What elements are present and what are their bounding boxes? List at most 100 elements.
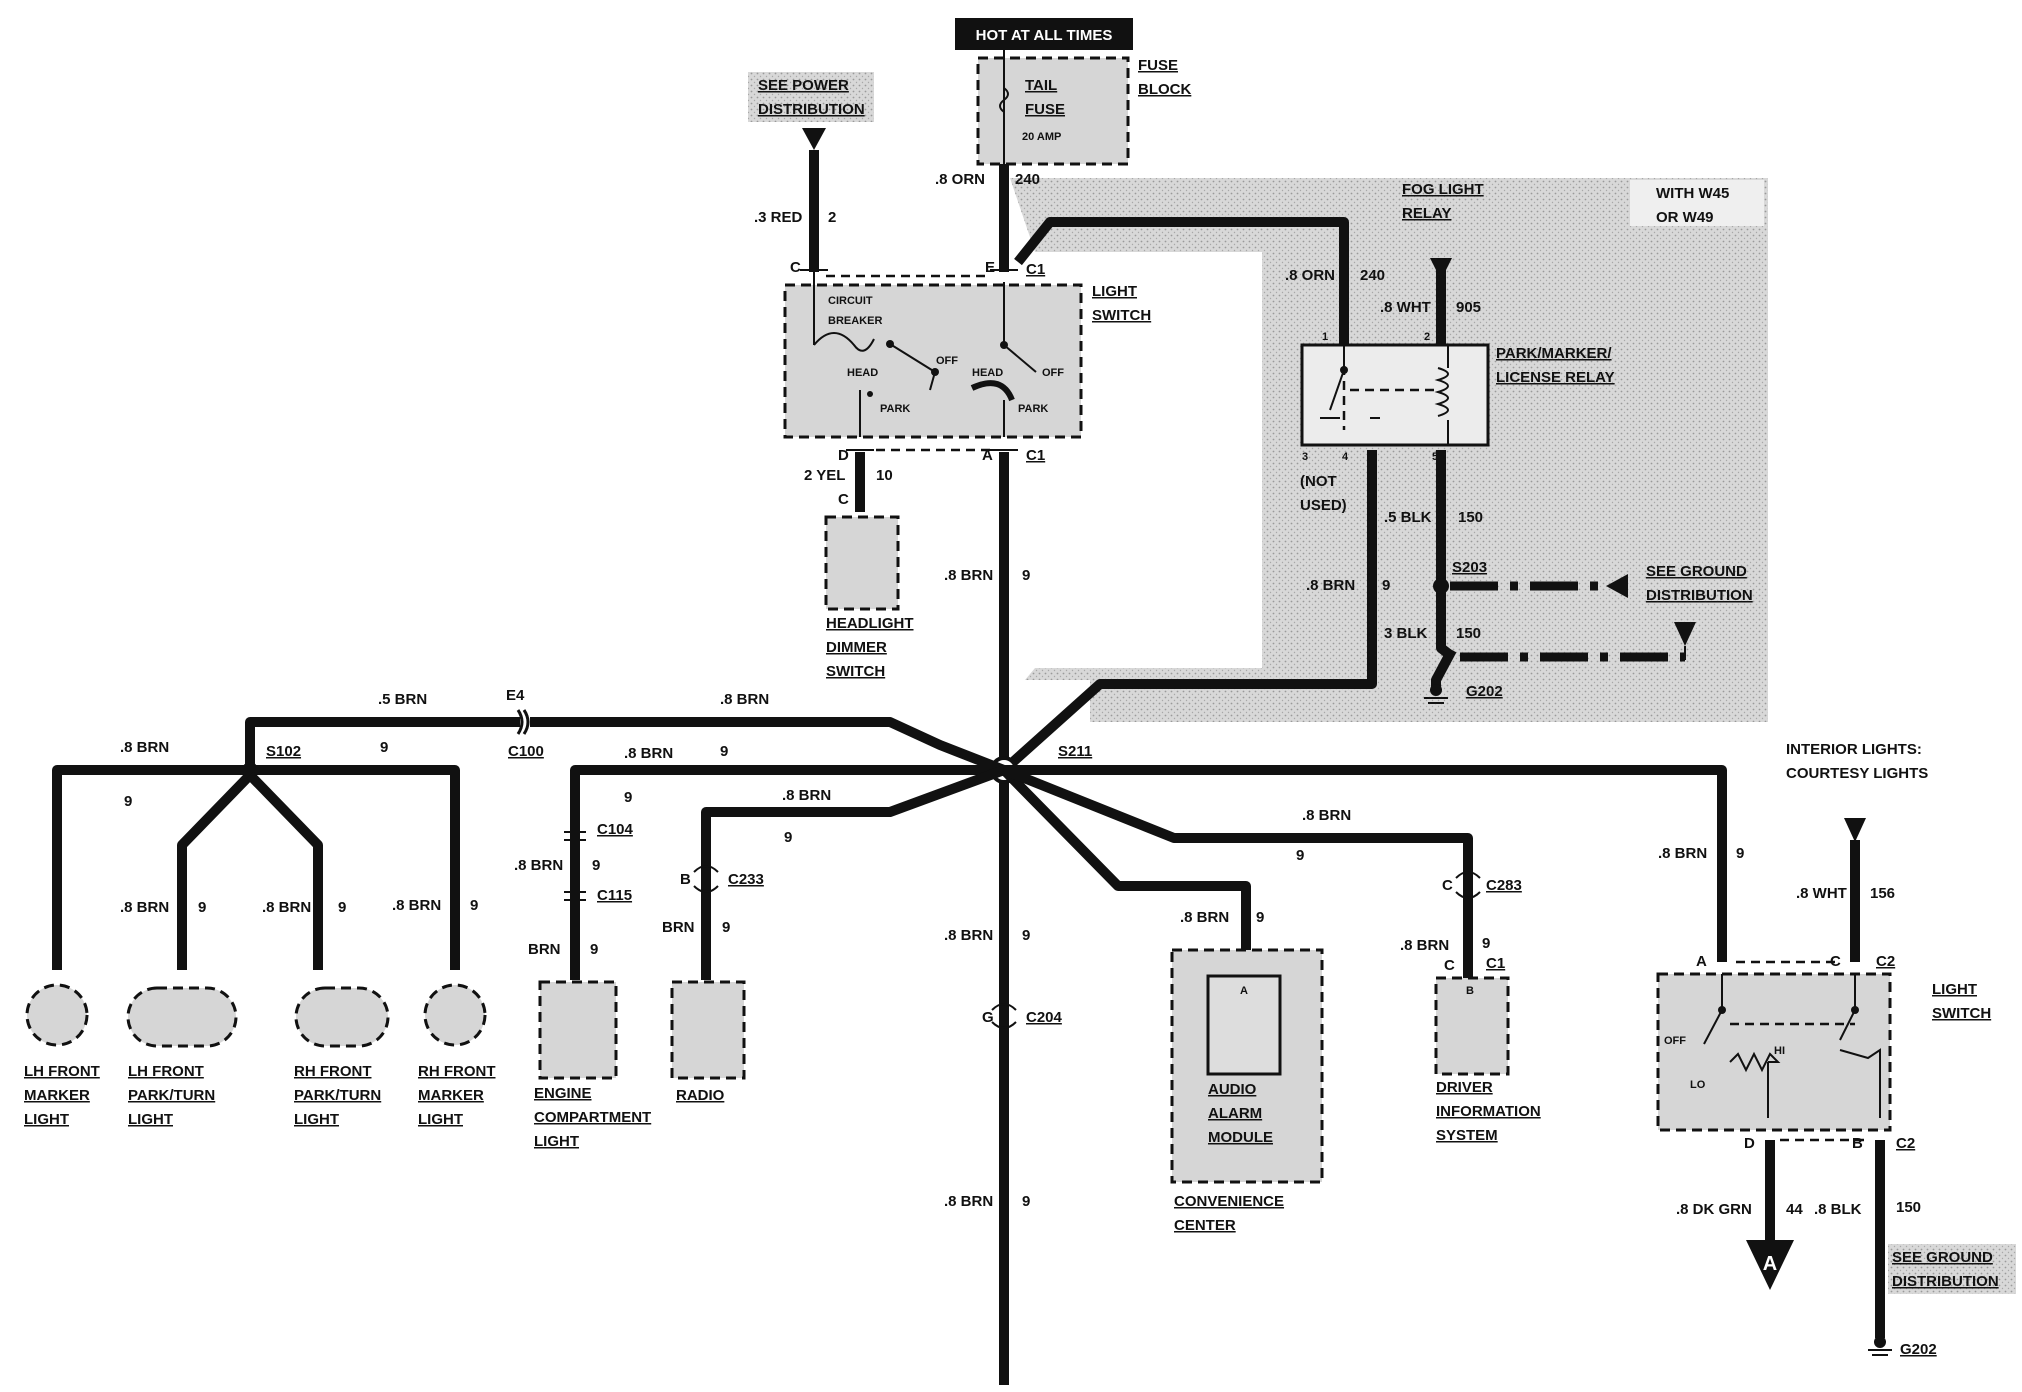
rh-marker-label-3: LIGHT <box>418 1111 463 1128</box>
fuse-name-2: FUSE <box>1025 101 1065 118</box>
connector-c283: C283 <box>1486 877 1522 894</box>
wire-brn-main-label: .8 BRN <box>944 567 993 584</box>
light-switch-conn-c1-bottom: C1 <box>1026 447 1045 464</box>
int-switch-label-1: LIGHT <box>1932 981 1977 998</box>
relay-pin-3: 3 <box>1302 451 1308 463</box>
int-switch-rheostat-icon <box>1729 1051 1781 1073</box>
fog-relay-label-1: FOG LIGHT <box>1402 181 1484 198</box>
int-switch-label-2: SWITCH <box>1932 1005 1991 1022</box>
wire-radio <box>701 765 1006 980</box>
dis-pin-c: C <box>1442 877 1453 894</box>
lh-marker-label-1: LH FRONT <box>24 1063 100 1080</box>
wire-rhp-circuit: 9 <box>338 899 346 916</box>
wire-red-circuit: 2 <box>828 209 836 226</box>
int-ground-g202: G202 <box>1900 1341 1937 1358</box>
option-shaded-main <box>1262 178 1768 722</box>
int-switch-conn-c2: C2 <box>1876 953 1895 970</box>
wire-radio2-label: BRN <box>662 919 695 936</box>
circuit-breaker-icon <box>813 282 875 352</box>
connector-c115-icon <box>564 891 586 901</box>
wire-rhm-circuit: 9 <box>470 897 478 914</box>
wire-rh-marker <box>250 765 460 970</box>
wire-eng2-circuit: 9 <box>592 857 600 874</box>
wire-orn-to-relay <box>1014 217 1349 345</box>
light-switch-label-2: SWITCH <box>1092 307 1151 324</box>
wire-lh-marker <box>52 765 250 970</box>
int-switch-off: OFF <box>1664 1035 1686 1047</box>
see-power-box <box>748 72 874 122</box>
audio-label-2: ALARM <box>1208 1105 1262 1122</box>
wire-blk150-label: .8 BLK <box>1814 1201 1862 1218</box>
wire-eng3-label: BRN <box>528 941 561 958</box>
int-switch-lo: LO <box>1690 1079 1706 1091</box>
wire-brn-relay-circuit: 9 <box>1382 577 1390 594</box>
audio-label-3: MODULE <box>1208 1129 1273 1146</box>
wire-engine <box>570 765 1004 980</box>
wire-brn-relay-out <box>1000 450 1377 774</box>
wire-main2-circuit: 9 <box>1022 927 1030 944</box>
wire-orn-relay-label: .8 ORN <box>1285 267 1335 284</box>
option-label-2: OR W49 <box>1656 209 1714 226</box>
switch-blade-left <box>889 343 937 391</box>
rh-front-park-turn-light <box>294 986 390 1048</box>
connector-c104-icon <box>564 831 586 841</box>
wire-yel-circuit: 10 <box>876 467 893 484</box>
lh-marker-label-3: LIGHT <box>24 1111 69 1128</box>
relay-pivot <box>1340 366 1348 374</box>
int-switch-conn-c2b: C2 <box>1896 1135 1915 1152</box>
wire-dis-label: .8 BRN <box>1302 807 1351 824</box>
light-switch-pin-c-connector <box>800 269 828 282</box>
lh-park-label-3: LIGHT <box>128 1111 173 1128</box>
connector-c100: C100 <box>508 743 544 760</box>
lh-park-label-1: LH FRONT <box>128 1063 204 1080</box>
ground-arrow-left-icon <box>1606 574 1628 598</box>
wire-audio-label: .8 BRN <box>1180 909 1229 926</box>
int-switch-pivot-2 <box>1851 1006 1859 1014</box>
wire-main3-label: .8 BRN <box>944 1193 993 1210</box>
light-switch-pin-c: C <box>790 259 801 276</box>
ground-g202-label: G202 <box>1466 683 1503 700</box>
fuse-block-label-2: BLOCK <box>1138 81 1191 98</box>
interior-feed-arrow-icon <box>1844 818 1866 842</box>
see-ground-label-1: SEE GROUND <box>1646 563 1747 580</box>
lh-front-park-turn-light <box>126 986 238 1048</box>
circuit-breaker-label-2: BREAKER <box>828 315 882 327</box>
dis-label-2: INFORMATION <box>1436 1103 1541 1120</box>
wire-radio-label: .8 BRN <box>782 787 831 804</box>
option-label-1: WITH W45 <box>1656 185 1729 202</box>
engine-label-1: ENGINE <box>534 1085 592 1102</box>
interior-light-switch-box <box>1656 972 1892 1132</box>
fog-relay-label-2: RELAY <box>1402 205 1451 222</box>
radio-box <box>670 980 746 1080</box>
off-page-arrow-a-icon <box>1746 1240 1794 1290</box>
wire-radio2-circuit: 9 <box>722 919 730 936</box>
wire-rhm-label: .8 BRN <box>392 897 441 914</box>
int-switch-pivot <box>1718 1006 1726 1014</box>
switch-contact-3 <box>867 391 873 397</box>
park-relay-label-1: PARK/MARKER/ <box>1496 345 1612 362</box>
connector-c283-icon <box>1455 871 1481 899</box>
dimmer-label-2: DIMMER <box>826 639 887 656</box>
park-marker-relay-box <box>1300 343 1490 447</box>
wire-dis <box>1002 765 1473 978</box>
see-power-label-2: DISTRIBUTION <box>758 101 865 118</box>
wire-eng-label: .8 BRN <box>624 745 673 762</box>
int-see-ground-2: DISTRIBUTION <box>1892 1273 1999 1290</box>
wire-brn-main-circuit: 9 <box>1022 567 1030 584</box>
fuse-block-label-1: FUSE <box>1138 57 1178 74</box>
wire-red-label: .3 RED <box>754 209 803 226</box>
fuse-element-icon <box>999 87 1009 113</box>
wire-brn5-e4 <box>245 717 520 770</box>
rh-park-label-1: RH FRONT <box>294 1063 372 1080</box>
wire-main3-circuit: 9 <box>1022 1193 1030 1210</box>
wire-lh-park <box>177 771 254 970</box>
wire-wht156-circuit: 156 <box>1870 885 1895 902</box>
connector-c204: C204 <box>1026 1009 1063 1026</box>
switch-off-left: OFF <box>936 355 958 367</box>
hot-at-all-times-banner <box>955 18 1133 50</box>
ground-g202-dot <box>1430 684 1442 696</box>
lh-marker-label-2: MARKER <box>24 1087 90 1104</box>
rh-park-label-3: LIGHT <box>294 1111 339 1128</box>
off-page-arrow-a-label: A <box>1763 1253 1777 1275</box>
